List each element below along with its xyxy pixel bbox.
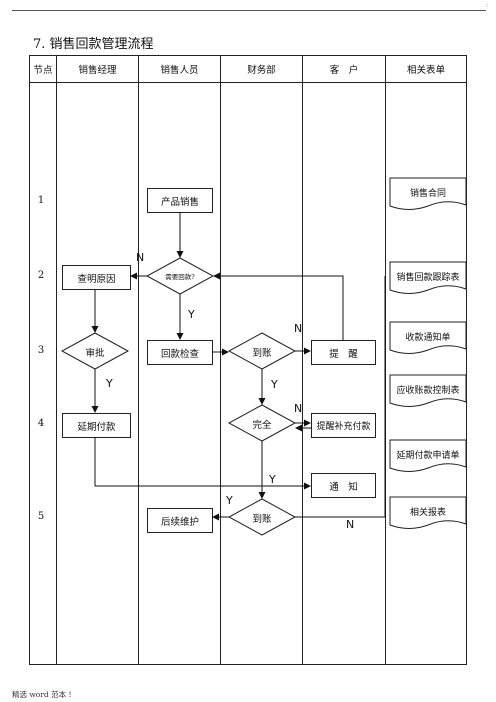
extend-payment-box [62, 413, 131, 438]
label-y-complete: Y [269, 473, 276, 486]
follow-up-label: 后续维护 [160, 517, 199, 528]
extend-payment-label: 延期付款 [77, 422, 116, 433]
approve-label: 审批 [85, 348, 105, 359]
remind-label: 提 醒 [329, 349, 358, 360]
header-customer: 客 户 [329, 65, 359, 76]
form-receivables-control: 应收账款控制表 [396, 386, 460, 396]
payment-check-box [147, 340, 213, 365]
node-5: 5 [37, 511, 45, 522]
label-n-complete: N [294, 402, 303, 415]
doc-shape-1 [389, 177, 467, 210]
swimlane-table [29, 55, 467, 665]
notify-label: 通 知 [329, 482, 358, 493]
form-receipt-notice: 收款通知单 [405, 333, 451, 343]
header-finance: 财务部 [247, 65, 276, 76]
doc-shape-4 [389, 374, 467, 407]
arrived-2-label: 到账 [252, 514, 272, 525]
doc-shape-2 [389, 261, 467, 294]
product-sales-label: 产品销售 [160, 197, 199, 208]
doc-shape-5 [389, 439, 467, 472]
arrow-arrived-n-loop [295, 276, 386, 518]
arrived-1-label: 到账 [252, 348, 272, 359]
arrived-diamond-2 [227, 498, 297, 536]
remind-box [311, 340, 376, 365]
payment-check-label: 回款检查 [160, 349, 199, 360]
doc-shape-6 [389, 496, 467, 529]
remind-supplement-label: 提醒补充付款 [316, 422, 371, 432]
label-n-arrived-2: N [346, 518, 355, 531]
doc-shape-3 [389, 321, 467, 354]
node-1: 1 [37, 195, 45, 206]
form-sales-contract: 销售合同 [409, 189, 446, 199]
need-payment-label: 需要回款? [165, 273, 195, 281]
arrow-remind-to-need [213, 272, 344, 340]
label-n-need: N [136, 251, 145, 264]
arrow-extend-to-notify [94, 437, 311, 490]
node-3: 3 [37, 345, 45, 356]
corner-mark: : [485, 2, 488, 9]
label-n-arrived: N [294, 322, 303, 335]
follow-up-box [147, 508, 213, 533]
footer-note: 精选 word 范本 ! [12, 690, 72, 699]
header-sales-manager: 销售经理 [78, 65, 117, 76]
complete-label: 完全 [252, 420, 272, 431]
form-related-reports: 相关报表 [409, 508, 446, 518]
form-extension-request: 延期付款申请单 [396, 451, 460, 461]
find-cause-label: 查明原因 [77, 274, 116, 285]
node-2: 2 [37, 270, 45, 281]
label-y-need: Y [188, 308, 195, 321]
header-forms: 相关表单 [406, 65, 445, 76]
notify-box [311, 473, 376, 498]
label-y-approve: Y [106, 377, 113, 390]
header-node: 节点 [33, 65, 53, 76]
form-payment-tracking: 销售回款跟踪表 [396, 273, 460, 283]
table-border [29, 55, 467, 665]
node-4: 4 [37, 418, 45, 429]
page-title: 7. 销售回款管理流程 [33, 37, 154, 52]
header-sales-staff: 销售人员 [160, 65, 199, 76]
label-y-arrived-2: Y [226, 494, 233, 507]
top-rule [12, 10, 486, 11]
remind-supplement-box [311, 413, 376, 438]
label-y-arrived: Y [271, 378, 278, 391]
